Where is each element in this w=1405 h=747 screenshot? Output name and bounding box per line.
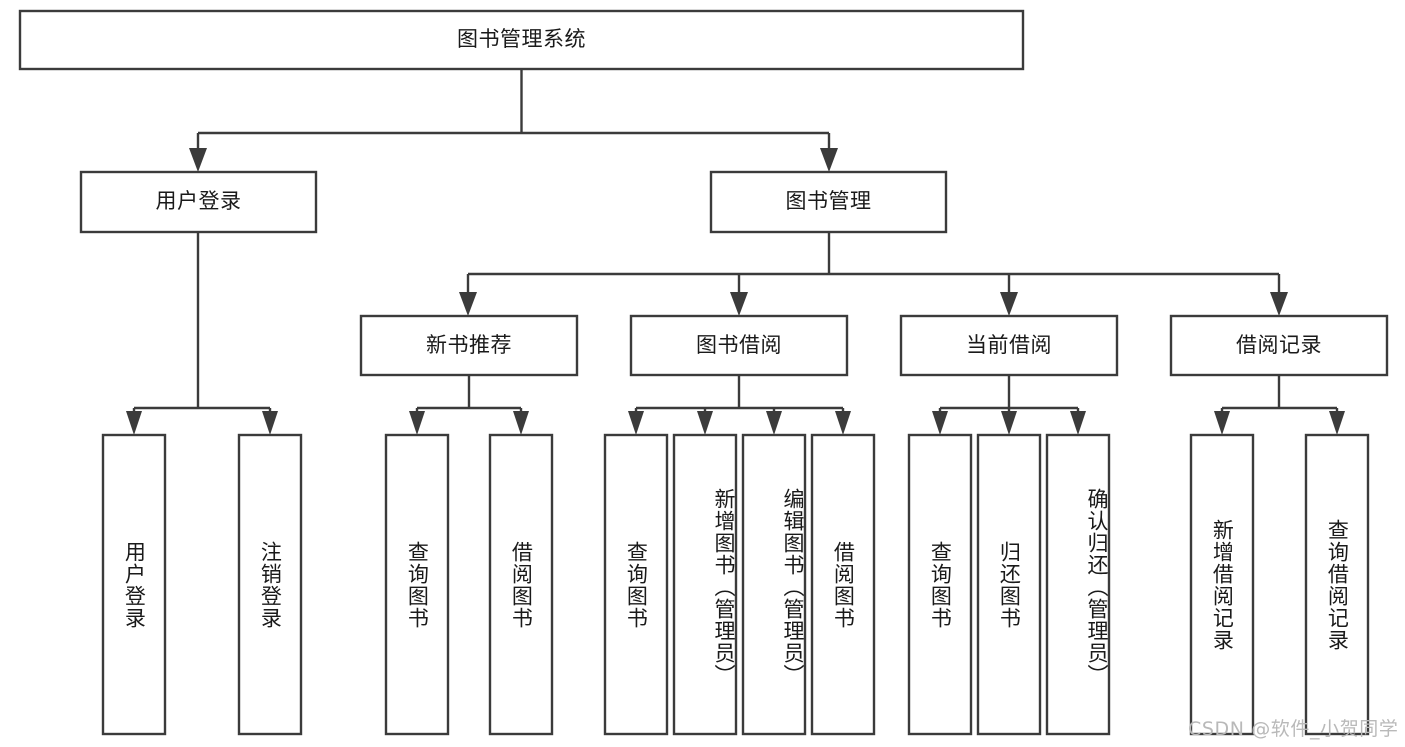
arrow-head-leaf-query-borrow-record [1329, 411, 1345, 435]
node-box-current-borrow[interactable] [899, 314, 1119, 377]
node-box-leaf-user-login[interactable] [101, 433, 167, 736]
node-box-leaf-logout-login[interactable] [237, 433, 303, 736]
arrow-head-leaf-borrow-book-2 [835, 411, 851, 435]
node-box-root[interactable] [18, 9, 1025, 71]
arrow-head-leaf-logout-login [262, 411, 278, 435]
node-box-leaf-query-borrow-record[interactable] [1304, 433, 1370, 736]
arrow-head-leaf-user-login [126, 411, 142, 435]
node-box-leaf-add-book-admin[interactable] [672, 433, 738, 736]
node-box-leaf-add-borrow-record[interactable] [1189, 433, 1255, 736]
arrow-head-current-borrow [1000, 292, 1018, 316]
arrow-head-book-borrow [730, 292, 748, 316]
node-box-book-manage[interactable] [709, 170, 948, 234]
arrow-head-leaf-confirm-return-admin [1070, 411, 1086, 435]
arrow-head-leaf-add-borrow-record [1214, 411, 1230, 435]
node-box-borrow-record[interactable] [1169, 314, 1389, 377]
arrow-head-borrow-record [1270, 292, 1288, 316]
arrow-head-leaf-edit-book-admin [766, 411, 782, 435]
arrow-head-leaf-query-book-3 [932, 411, 948, 435]
node-box-leaf-return-book[interactable] [976, 433, 1042, 736]
node-box-leaf-edit-book-admin[interactable] [741, 433, 807, 736]
connector-layer [126, 69, 1345, 435]
arrow-head-new-book-recommend [459, 292, 477, 316]
arrow-head-leaf-query-book-1 [409, 411, 425, 435]
arrow-head-leaf-borrow-book-1 [513, 411, 529, 435]
node-box-user-login[interactable] [79, 170, 318, 234]
arrow-head-user-login [189, 148, 207, 172]
node-box-leaf-borrow-book-2[interactable] [810, 433, 876, 736]
node-box-book-borrow[interactable] [629, 314, 849, 377]
node-box-new-book-recommend[interactable] [359, 314, 579, 377]
node-box-leaf-query-book-3[interactable] [907, 433, 973, 736]
node-box-leaf-query-book-2[interactable] [603, 433, 669, 736]
arrow-head-book-manage [820, 148, 838, 172]
node-box-leaf-confirm-return-admin[interactable] [1045, 433, 1111, 736]
arrow-head-leaf-query-book-2 [628, 411, 644, 435]
arrow-head-leaf-add-book-admin [697, 411, 713, 435]
node-box-leaf-borrow-book-1[interactable] [488, 433, 554, 736]
node-box-leaf-query-book-1[interactable] [384, 433, 450, 736]
node-layer [18, 9, 1389, 736]
arrow-head-leaf-return-book [1001, 411, 1017, 435]
